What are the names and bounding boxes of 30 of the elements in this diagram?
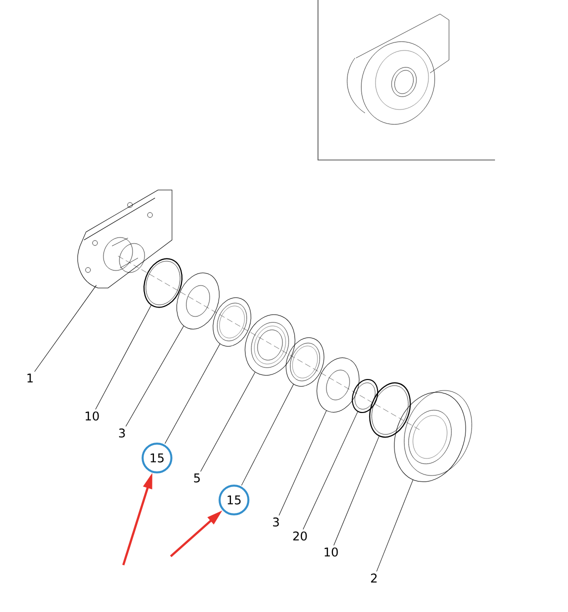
- o-ring-drawing: [144, 258, 182, 308]
- circled-callout-number: 15: [142, 442, 172, 474]
- callout-number: 10: [324, 547, 338, 557]
- leader-line: [34, 284, 97, 372]
- callout-number: 1: [28, 374, 33, 382]
- bearing-drawing: [244, 314, 296, 376]
- washer-drawing: [316, 358, 360, 412]
- leader-line: [164, 344, 220, 444]
- leader-line: [241, 384, 294, 486]
- leader-line: [200, 372, 256, 472]
- leader-line: [376, 480, 414, 572]
- circled-callout-number: 15: [218, 484, 250, 516]
- leader-line: [302, 412, 358, 530]
- leader-line: [334, 436, 380, 546]
- callout-number: 3: [119, 428, 125, 438]
- leader-line: [126, 326, 184, 427]
- washer-drawing: [176, 272, 220, 330]
- callout-number: 2: [371, 574, 377, 582]
- callout-number: 20: [293, 531, 307, 541]
- leader-line: [95, 305, 152, 410]
- callout-number: 10: [86, 411, 99, 421]
- leader-line: [278, 410, 327, 516]
- housing-drawing: [78, 190, 172, 288]
- seal-ring-drawing: [212, 297, 252, 347]
- circlip-drawing: [352, 379, 378, 413]
- callout-number: 3: [273, 517, 279, 527]
- seal-ring-drawing: [286, 337, 324, 387]
- hub-drawing: [394, 390, 472, 482]
- o-ring-drawing: [369, 382, 411, 438]
- callout-number: 5: [194, 474, 200, 482]
